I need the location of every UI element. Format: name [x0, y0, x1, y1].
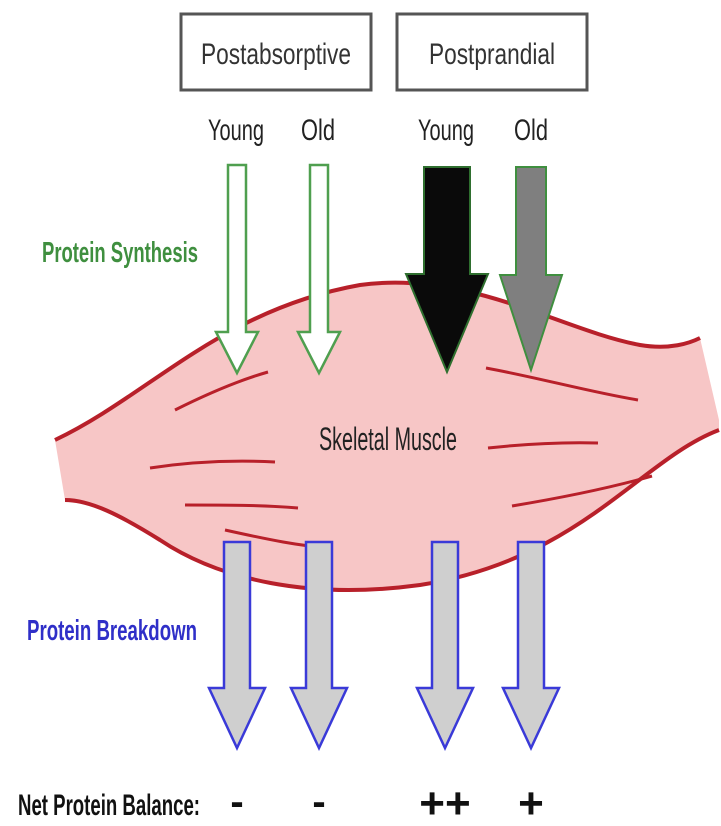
- synthesis-arrow-postabsorptive-old: [298, 165, 340, 373]
- synthesis-arrow-postabsorptive-young: [216, 165, 258, 373]
- group-label-postabsorptive-young: Young: [208, 114, 264, 147]
- protein-breakdown-label: Protein Breakdown: [27, 615, 197, 647]
- net-protein-balance-label: Net Protein Balance:: [18, 789, 200, 822]
- group-label-postprandial-old: Old: [514, 114, 548, 147]
- breakdown-arrow-postprandial-old: [503, 542, 559, 748]
- net-balance-postprandial-old: +: [518, 779, 544, 826]
- postprandial-label: Postprandial: [429, 38, 555, 71]
- net-balance-postabsorptive-young: -: [230, 780, 243, 824]
- group-label-postprandial-young: Young: [418, 114, 474, 147]
- skeletal-muscle-label: Skeletal Muscle: [319, 421, 457, 457]
- postabsorptive-label: Postabsorptive: [201, 38, 351, 71]
- net-balance-postabsorptive-old: -: [312, 780, 325, 824]
- group-label-postabsorptive-old: Old: [301, 114, 335, 147]
- net-balance-postprandial-young: ++: [419, 779, 470, 826]
- protein-synthesis-label: Protein Synthesis: [42, 237, 198, 269]
